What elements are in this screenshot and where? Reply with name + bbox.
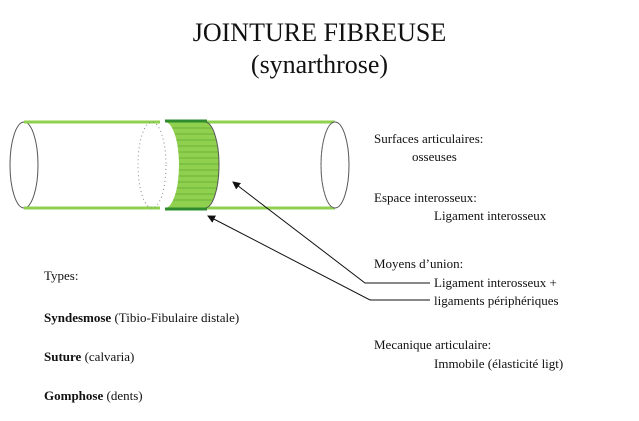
mecanique-value: Immobile (élasticité ligt) bbox=[434, 356, 564, 371]
title-line-2: (synarthrose) bbox=[250, 50, 389, 79]
type-item-gomphose: Gomphose (dents) bbox=[44, 388, 143, 404]
title-line-1: JOINTURE FIBREUSE bbox=[192, 18, 447, 47]
left-bone bbox=[9, 120, 167, 210]
type-name: Gomphose bbox=[44, 388, 104, 403]
type-detail: (dents) bbox=[103, 388, 143, 403]
surfaces-value: osseuses bbox=[412, 149, 457, 164]
type-item-suture: Suture (calvaria) bbox=[44, 349, 134, 365]
types-heading: Types: bbox=[44, 268, 79, 283]
moyens-value-1: Ligament interosseux + bbox=[434, 275, 557, 290]
mecanique-label: Mecanique articulaire: bbox=[374, 337, 492, 352]
type-detail: (calvaria) bbox=[81, 349, 135, 364]
type-detail: (Tibio-Fibulaire distale) bbox=[111, 310, 240, 325]
espace-label: Espace interosseux: bbox=[374, 190, 477, 205]
type-name: Syndesmose bbox=[44, 310, 112, 325]
pointer-lines bbox=[207, 181, 430, 301]
espace-value: Ligament interosseux bbox=[434, 208, 547, 223]
moyens-value-2: ligaments périphériques bbox=[434, 293, 559, 308]
type-name: Suture bbox=[44, 349, 82, 364]
moyens-label: Moyens d’union: bbox=[374, 256, 464, 271]
type-item-syndesmose: Syndesmose (Tibio-Fibulaire distale) bbox=[44, 310, 239, 326]
surfaces-label: Surfaces articulaires: bbox=[374, 131, 484, 146]
interosseous-ligament bbox=[165, 119, 220, 211]
right-bone bbox=[205, 120, 350, 210]
